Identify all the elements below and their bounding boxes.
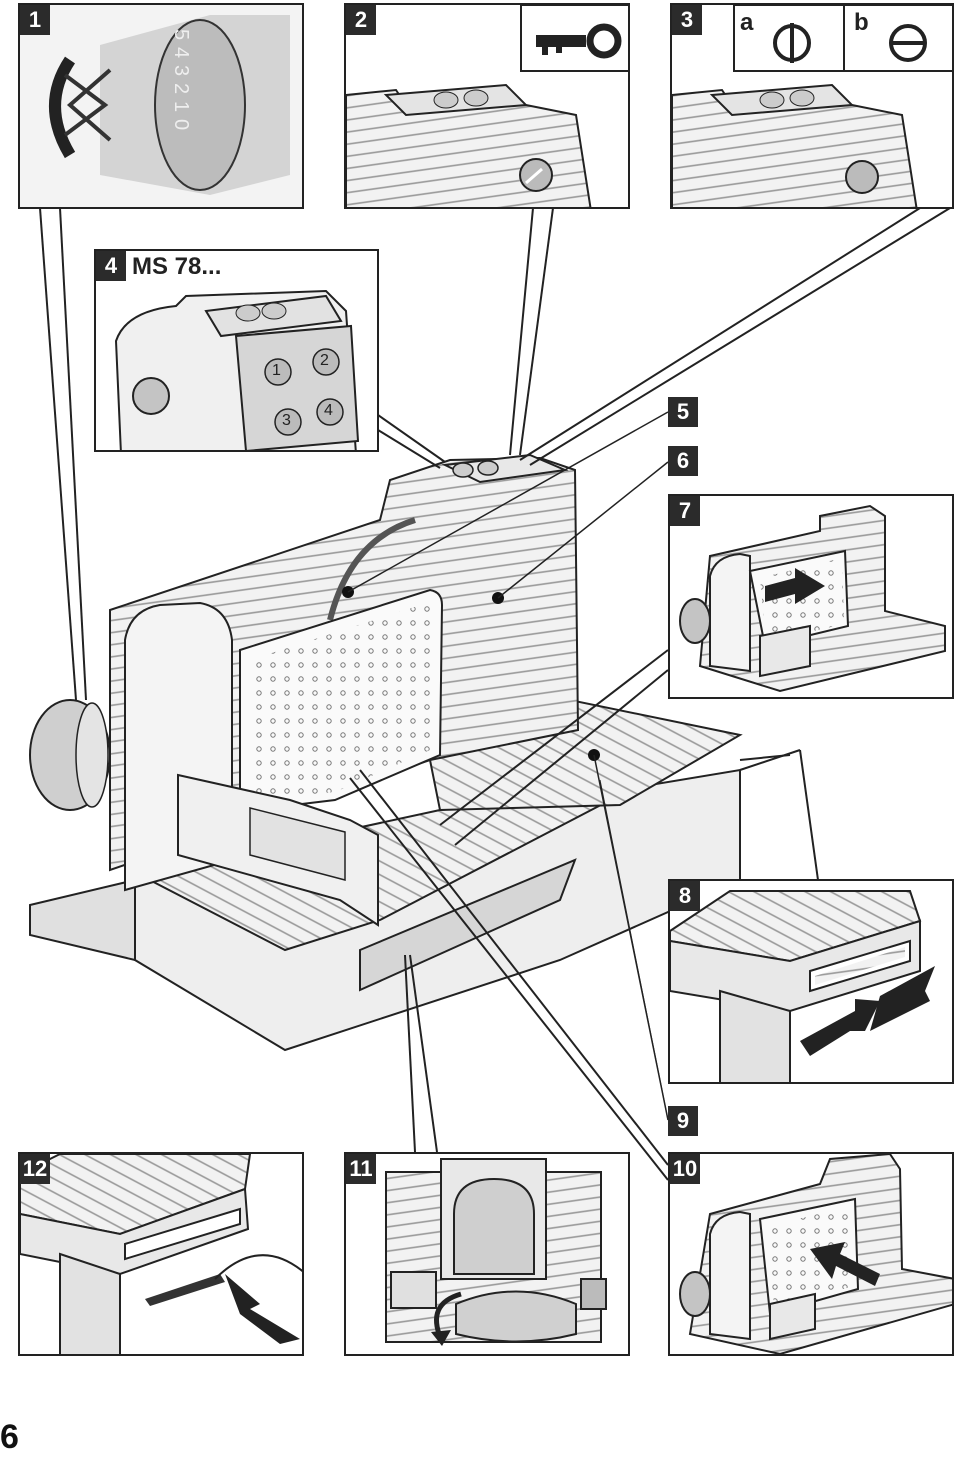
panel-4-model-buttons: 4 MS 78... 1 2 3 4 bbox=[94, 249, 379, 452]
sub-label-a: a bbox=[740, 9, 754, 36]
callout-6: 6 bbox=[668, 446, 698, 476]
program-button-2: 2 bbox=[320, 352, 329, 369]
key-switch-illustration bbox=[346, 5, 628, 207]
panel-10-pusher-insert: 10 bbox=[668, 1152, 954, 1356]
panel-label: 12 bbox=[20, 1154, 50, 1184]
panel-2-key-switch: 2 bbox=[344, 3, 630, 209]
base-foot bbox=[29, 878, 136, 962]
program-button-4: 4 bbox=[324, 402, 333, 419]
sub-label-b: b bbox=[854, 9, 869, 36]
panel-label: 8 bbox=[670, 881, 700, 911]
blade bbox=[327, 517, 416, 621]
panel-label: 2 bbox=[346, 5, 376, 35]
slice-collection-illustration bbox=[385, 1158, 607, 1346]
program-button-3: 3 bbox=[282, 412, 291, 429]
dial-numbers: 5 4 3 2 1 0 bbox=[168, 29, 198, 143]
panel-3-on-off: 3 a b bbox=[670, 3, 954, 209]
model-name: MS 78... bbox=[132, 253, 222, 280]
panel-11-slice-collection: 11 bbox=[344, 1152, 630, 1356]
on-off-illustration bbox=[672, 5, 952, 207]
dial-number: 0 bbox=[170, 119, 192, 131]
panel-label: 3 bbox=[672, 5, 702, 35]
panel-label: 11 bbox=[346, 1154, 376, 1184]
callout-5: 5 bbox=[668, 397, 698, 427]
blade-tray-illustration bbox=[20, 1154, 302, 1354]
panel-label: 4 bbox=[96, 251, 126, 281]
panel-12-blade-tray: 12 bbox=[18, 1152, 304, 1356]
pusher-insert-illustration bbox=[679, 1154, 952, 1354]
dial-illustration bbox=[20, 5, 302, 207]
model-buttons-illustration bbox=[114, 289, 360, 450]
panel-7-food-holder: 7 bbox=[668, 494, 954, 699]
slide-tray-illustration bbox=[670, 890, 935, 1082]
panel-8-slide-tray: 8 bbox=[668, 879, 954, 1084]
panel-label: 10 bbox=[670, 1154, 700, 1184]
panel-label: 1 bbox=[20, 5, 50, 35]
page-number: 6 bbox=[0, 1418, 19, 1456]
panel-1-dial: 5 4 3 2 1 0 1 bbox=[18, 3, 304, 209]
panel-label: 7 bbox=[670, 496, 700, 526]
food-holder-illustration bbox=[679, 504, 946, 693]
program-button-1: 1 bbox=[272, 362, 281, 379]
carriage-table bbox=[137, 794, 621, 952]
callout-9: 9 bbox=[668, 1106, 698, 1136]
